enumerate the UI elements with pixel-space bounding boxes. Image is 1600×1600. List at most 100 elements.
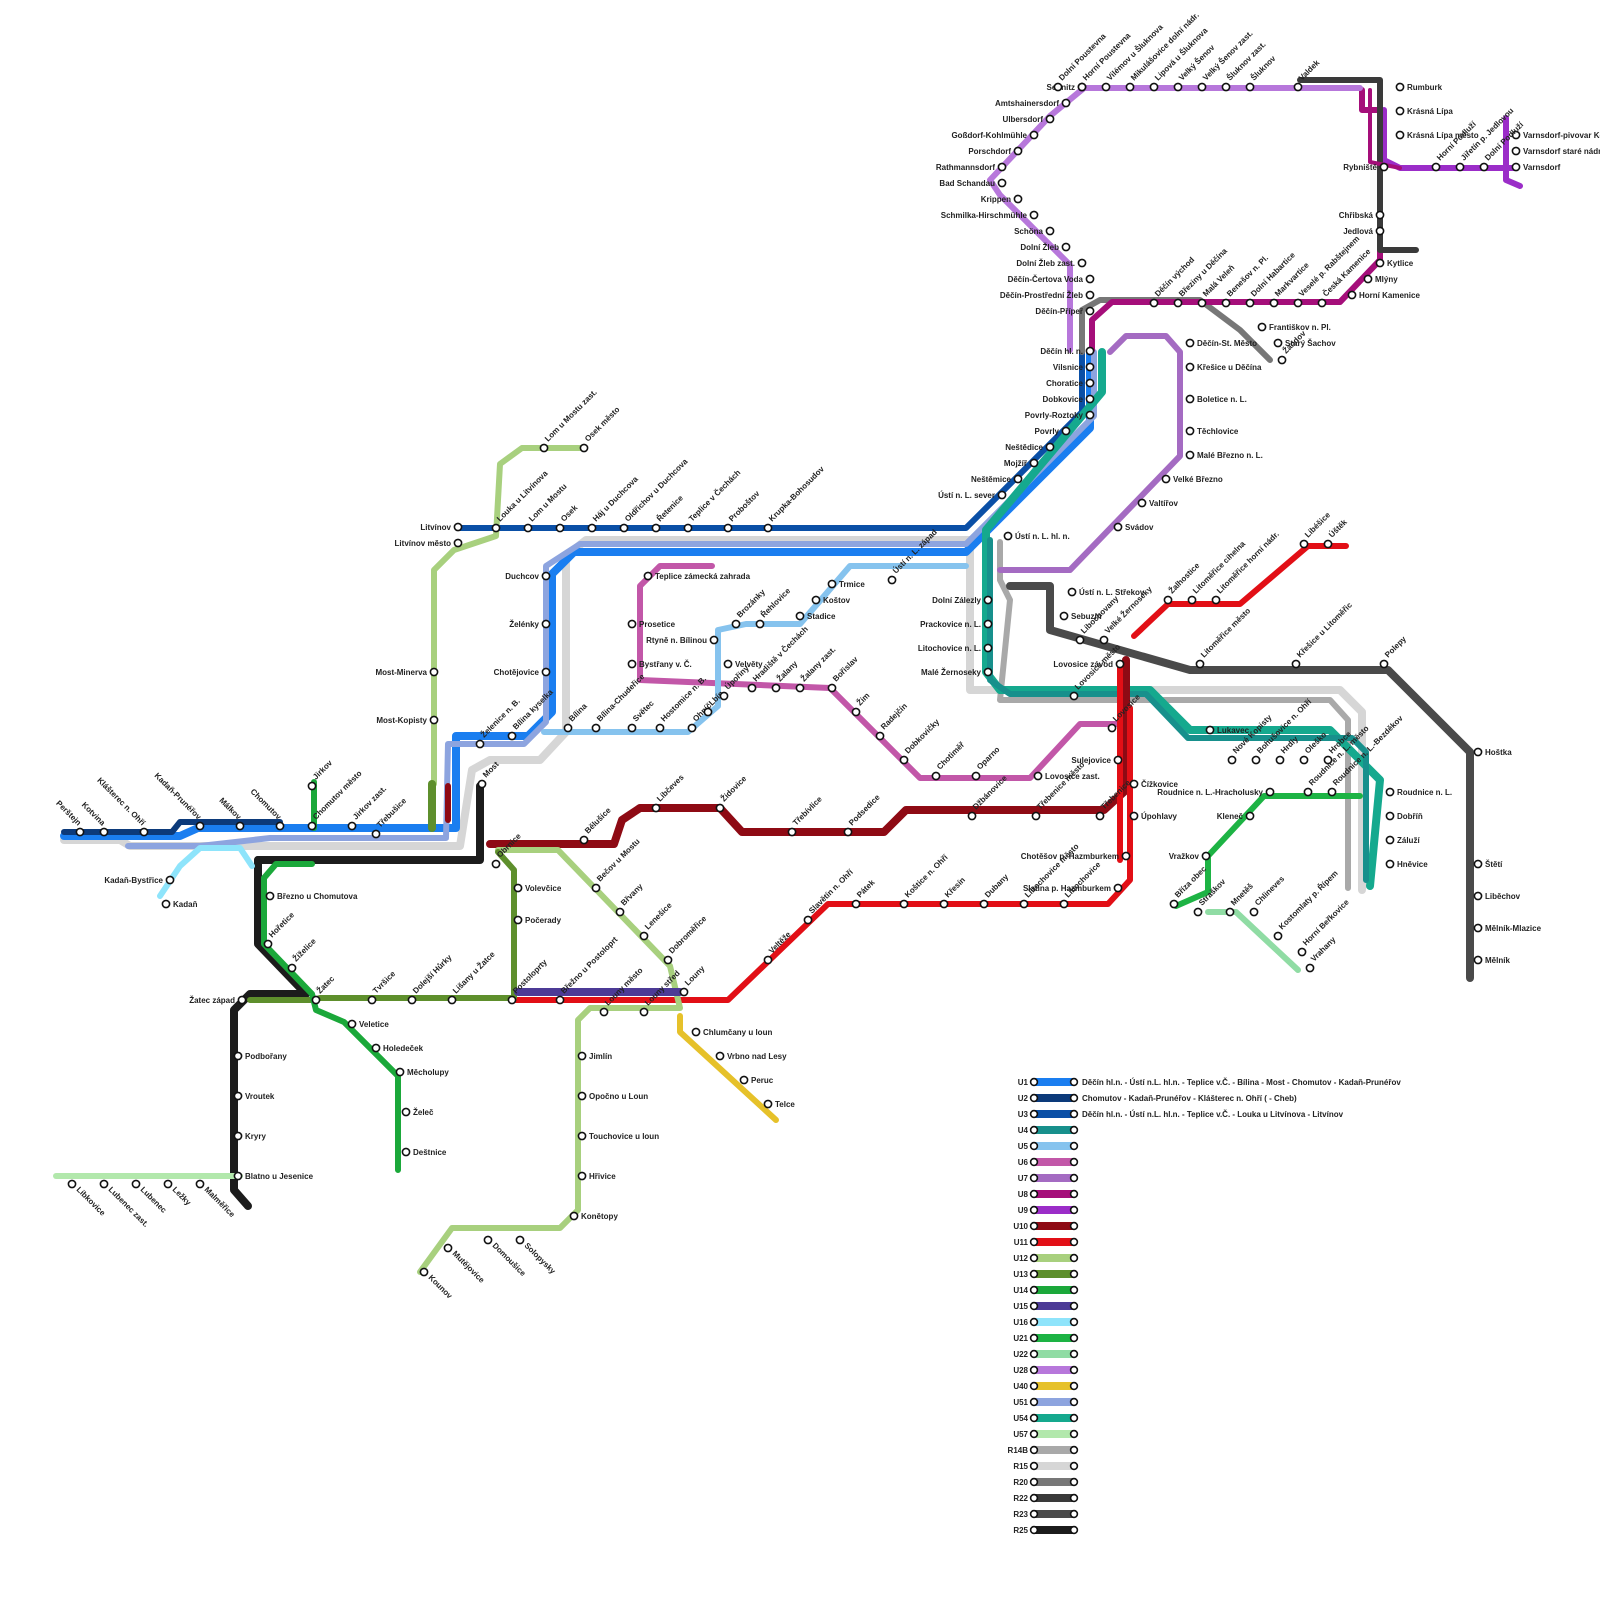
- station-marker[interactable]: [748, 684, 755, 691]
- station-marker[interactable]: [788, 828, 795, 835]
- station-marker[interactable]: [454, 523, 461, 530]
- station-marker[interactable]: [628, 660, 635, 667]
- station-marker[interactable]: [264, 940, 271, 947]
- station-marker[interactable]: [1202, 852, 1209, 859]
- station-marker[interactable]: [1212, 596, 1219, 603]
- station-marker[interactable]: [1086, 395, 1093, 402]
- station-marker[interactable]: [132, 1180, 139, 1187]
- station-marker[interactable]: [1432, 163, 1439, 170]
- station-marker[interactable]: [1004, 532, 1011, 539]
- station-marker[interactable]: [1122, 852, 1129, 859]
- station-marker[interactable]: [720, 692, 727, 699]
- station-marker[interactable]: [1306, 964, 1313, 971]
- station-marker[interactable]: [1246, 83, 1253, 90]
- station-marker[interactable]: [492, 860, 499, 867]
- station-marker[interactable]: [1086, 347, 1093, 354]
- station-marker[interactable]: [348, 1020, 355, 1027]
- station-marker[interactable]: [772, 684, 779, 691]
- station-marker[interactable]: [1046, 227, 1053, 234]
- station-marker[interactable]: [652, 524, 659, 531]
- station-marker[interactable]: [1396, 107, 1403, 114]
- station-marker[interactable]: [1222, 299, 1229, 306]
- station-marker[interactable]: [1114, 884, 1121, 891]
- station-marker[interactable]: [1226, 908, 1233, 915]
- station-marker[interactable]: [640, 1008, 647, 1015]
- station-marker[interactable]: [1102, 83, 1109, 90]
- station-marker[interactable]: [1086, 411, 1093, 418]
- station-marker[interactable]: [1032, 812, 1039, 819]
- station-marker[interactable]: [592, 884, 599, 891]
- station-marker[interactable]: [1250, 908, 1257, 915]
- station-marker[interactable]: [1164, 596, 1171, 603]
- station-marker[interactable]: [454, 539, 461, 546]
- station-marker[interactable]: [1294, 83, 1301, 90]
- station-marker[interactable]: [564, 724, 571, 731]
- station-marker[interactable]: [1186, 395, 1193, 402]
- station-marker[interactable]: [1138, 499, 1145, 506]
- station-marker[interactable]: [68, 1180, 75, 1187]
- station-marker[interactable]: [724, 524, 731, 531]
- station-marker[interactable]: [1380, 660, 1387, 667]
- station-marker[interactable]: [1480, 163, 1487, 170]
- station-marker[interactable]: [652, 804, 659, 811]
- station-marker[interactable]: [1170, 900, 1177, 907]
- station-marker[interactable]: [444, 1244, 451, 1251]
- station-marker[interactable]: [580, 444, 587, 451]
- station-marker[interactable]: [1376, 259, 1383, 266]
- station-marker[interactable]: [234, 1132, 241, 1139]
- station-marker[interactable]: [1186, 363, 1193, 370]
- station-marker[interactable]: [812, 596, 819, 603]
- station-marker[interactable]: [542, 620, 549, 627]
- station-marker[interactable]: [1194, 908, 1201, 915]
- station-marker[interactable]: [588, 524, 595, 531]
- station-marker[interactable]: [1292, 660, 1299, 667]
- station-marker[interactable]: [764, 956, 771, 963]
- station-marker[interactable]: [1186, 339, 1193, 346]
- station-marker[interactable]: [740, 1076, 747, 1083]
- station-marker[interactable]: [1126, 83, 1133, 90]
- station-marker[interactable]: [968, 812, 975, 819]
- station-marker[interactable]: [1086, 275, 1093, 282]
- station-marker[interactable]: [828, 580, 835, 587]
- station-marker[interactable]: [508, 996, 515, 1003]
- station-marker[interactable]: [1046, 115, 1053, 122]
- station-marker[interactable]: [852, 708, 859, 715]
- station-marker[interactable]: [1054, 83, 1061, 90]
- station-marker[interactable]: [1086, 291, 1093, 298]
- station-marker[interactable]: [196, 1180, 203, 1187]
- station-marker[interactable]: [592, 724, 599, 731]
- station-marker[interactable]: [1020, 900, 1027, 907]
- station-marker[interactable]: [1062, 243, 1069, 250]
- station-marker[interactable]: [656, 724, 663, 731]
- station-marker[interactable]: [372, 1044, 379, 1051]
- station-marker[interactable]: [308, 822, 315, 829]
- station-marker[interactable]: [1030, 211, 1037, 218]
- station-marker[interactable]: [312, 996, 319, 1003]
- station-marker[interactable]: [828, 684, 835, 691]
- station-marker[interactable]: [684, 524, 691, 531]
- station-marker[interactable]: [1294, 299, 1301, 306]
- station-marker[interactable]: [1188, 596, 1195, 603]
- station-marker[interactable]: [420, 1268, 427, 1275]
- station-marker[interactable]: [628, 724, 635, 731]
- station-marker[interactable]: [348, 822, 355, 829]
- station-marker[interactable]: [796, 684, 803, 691]
- station-marker[interactable]: [1258, 323, 1265, 330]
- station-marker[interactable]: [556, 996, 563, 1003]
- station-marker[interactable]: [1078, 259, 1085, 266]
- station-marker[interactable]: [1114, 523, 1121, 530]
- station-marker[interactable]: [1062, 427, 1069, 434]
- station-marker[interactable]: [692, 1028, 699, 1035]
- station-marker[interactable]: [876, 732, 883, 739]
- station-marker[interactable]: [940, 900, 947, 907]
- station-marker[interactable]: [804, 916, 811, 923]
- station-marker[interactable]: [542, 668, 549, 675]
- station-marker[interactable]: [578, 1172, 585, 1179]
- station-marker[interactable]: [1376, 227, 1383, 234]
- station-marker[interactable]: [476, 740, 483, 747]
- station-marker[interactable]: [1474, 892, 1481, 899]
- station-marker[interactable]: [1076, 636, 1083, 643]
- station-marker[interactable]: [236, 822, 243, 829]
- station-marker[interactable]: [1512, 147, 1519, 154]
- station-marker[interactable]: [1130, 812, 1137, 819]
